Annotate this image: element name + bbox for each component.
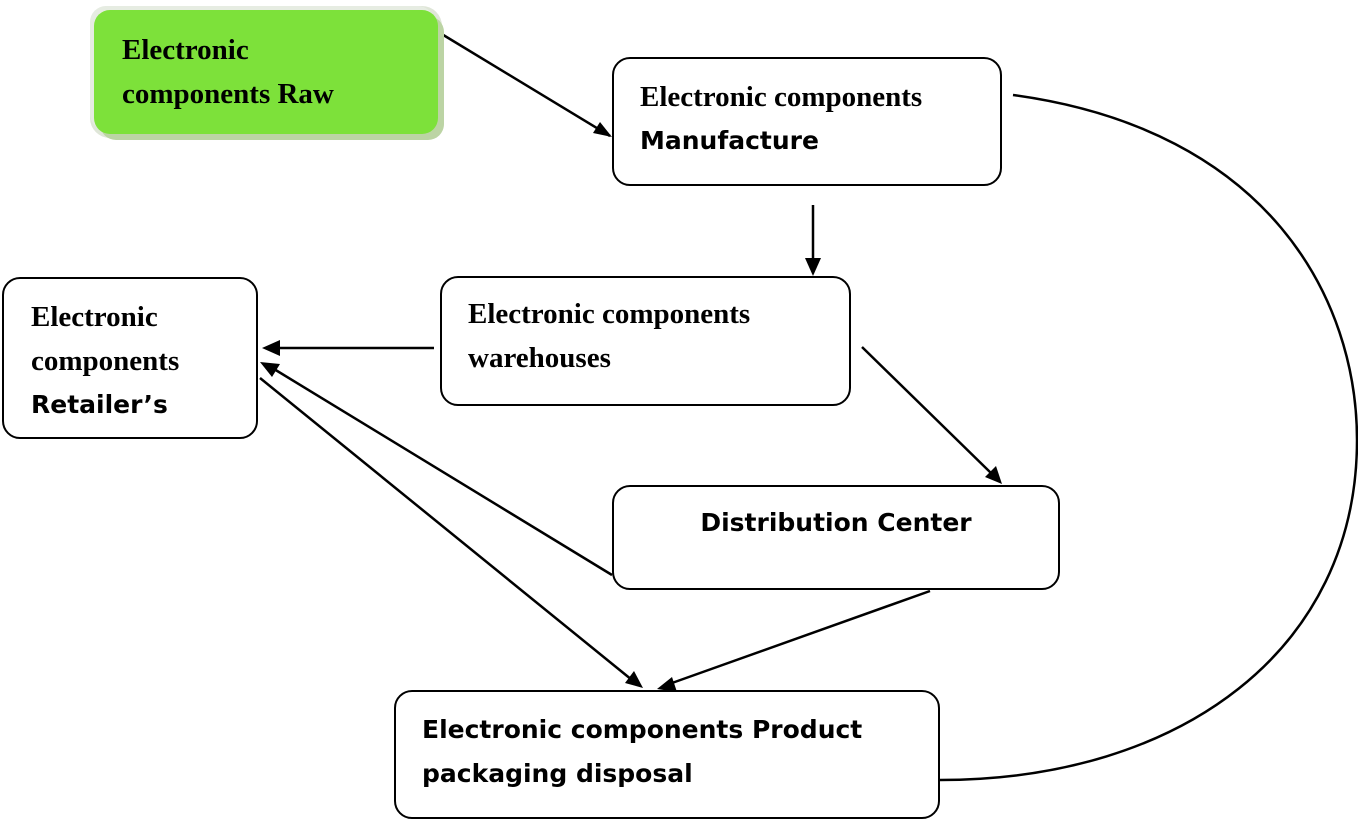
arrowhead-distribution-to-retailers bbox=[260, 362, 280, 377]
node-electronic-components-retailers: Electronic components Retailer’s bbox=[2, 277, 258, 439]
edge-manufacture-to-disposal-loop bbox=[939, 93, 1358, 782]
arrowhead-manufacture-to-warehouses bbox=[805, 258, 821, 276]
edge-retailers-to-disposal bbox=[259, 377, 633, 681]
node-retailers-line-3: Retailer’s bbox=[31, 390, 168, 419]
node-product-packaging-disposal: Electronic components Product packaging … bbox=[394, 690, 940, 819]
node-disposal-line-2: packaging disposal bbox=[422, 759, 693, 788]
node-distribution-center: Distribution Center bbox=[612, 485, 1060, 590]
edge-distribution-to-retailers bbox=[273, 367, 613, 577]
arrowhead-raw-to-manufacture bbox=[593, 122, 612, 137]
node-warehouses-line-2: warehouses bbox=[468, 342, 611, 374]
node-electronic-components-raw: Electronic components Raw bbox=[94, 10, 438, 134]
node-manufacture-line-1: Electronic components bbox=[640, 81, 923, 113]
node-warehouses-line-1: Electronic components bbox=[468, 298, 751, 330]
node-retailers-line-1: Electronic bbox=[31, 301, 158, 333]
edge-warehouses-to-distribution bbox=[861, 346, 993, 475]
arrowhead-warehouses-to-distribution bbox=[985, 466, 1002, 484]
arrowhead-distribution-to-disposal bbox=[657, 677, 677, 692]
arrowhead-retailers-to-disposal bbox=[625, 671, 643, 688]
edge-raw-to-manufacture bbox=[439, 31, 611, 138]
arrowhead-warehouses-to-retailers bbox=[262, 340, 280, 356]
node-electronic-components-warehouses: Electronic components warehouses bbox=[440, 276, 851, 406]
node-retailers-line-2: components bbox=[31, 345, 180, 377]
node-distribution-line-1: Distribution Center bbox=[700, 508, 972, 537]
node-raw-line-2: components Raw bbox=[122, 78, 334, 110]
node-disposal-line-1: Electronic components Product bbox=[422, 715, 863, 744]
node-manufacture-line-2: Manufacture bbox=[640, 126, 819, 155]
node-raw-line-1: Electronic bbox=[122, 34, 249, 66]
edge-distribution-to-disposal bbox=[671, 589, 931, 685]
node-electronic-components-manufacture: Electronic components Manufacture bbox=[612, 57, 1002, 186]
